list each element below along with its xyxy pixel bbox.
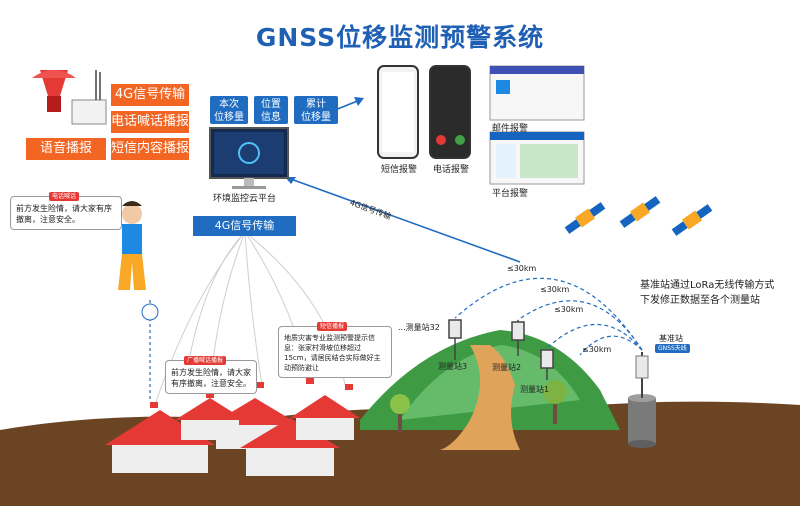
platform-name: 环境监控云平台	[213, 194, 277, 204]
person	[118, 201, 146, 290]
label-phone-broadcast: 电话喊话播报	[111, 111, 189, 133]
house-broadcast-bubble: 广播喊话播报 前方发生险情，请大家有序撤离，注意安全。	[165, 356, 257, 394]
trees	[390, 380, 567, 432]
satellite-2	[619, 196, 661, 228]
label-platform-alert: 平台报警	[492, 189, 529, 199]
person-bubble-text: 前方发生险情，请大家有序撤离，注意安全。	[16, 204, 112, 224]
satellite-3	[671, 204, 713, 236]
label-sms-broadcast: 短信内容播报	[111, 138, 189, 160]
satellite-1	[564, 202, 606, 234]
distance-3: ≤30km	[554, 305, 584, 314]
label-voice-broadcast: 语音播报	[26, 138, 106, 160]
sms-bubble-tag: 短信播报	[317, 322, 348, 331]
sms-alert-bubble: 短信播报 地质灾害专业监测预警提示信息：张家村滑坡位移超过15cm，请居民结合实…	[278, 322, 392, 378]
distance-4: ≤30km	[582, 345, 612, 354]
person-speech-bubble: 电话喊话 前方发生险情，请大家有序撤离，注意安全。	[10, 192, 122, 230]
station-32-label: ...测量站32	[398, 323, 440, 332]
distance-2: ≤30km	[540, 285, 570, 294]
label-4g-transmission: 4G信号传输	[111, 84, 189, 106]
tag-location: 位置 信息	[254, 96, 288, 124]
station-1-label: 测量站1	[520, 385, 550, 394]
house-bubble-tag: 广播喊话播报	[184, 356, 227, 365]
base-station-tag: GNSS天线	[655, 344, 690, 353]
houses	[105, 395, 360, 476]
person-bubble-tag: 电话喊话	[49, 192, 80, 201]
call-phone	[429, 65, 471, 159]
landslide	[440, 345, 520, 450]
label-sms-alert: 短信报警	[381, 165, 418, 175]
base-info-line-2: 下发修正数据至各个测量站	[640, 295, 760, 306]
tag-cumulative-displacement: 累计 位移量	[294, 96, 338, 124]
page-title: GNSS位移监测预警系统	[255, 23, 545, 52]
tag-current-displacement: 本次 位移量	[210, 96, 248, 124]
base-station-label: 基准站	[659, 334, 683, 343]
station-2-label: 测量站2	[492, 363, 522, 372]
house-bubble-text: 前方发生险情，请大家有序撤离，注意安全。	[171, 368, 251, 388]
base-info-line-1: 基准站通过LoRa无线传输方式	[640, 280, 775, 291]
alarm-controller	[71, 99, 107, 125]
sms-bubble-text: 地质灾害专业监测预警提示信息：张家村滑坡位移超过15cm，请居民结合实际做好主动…	[284, 334, 381, 372]
station-3-label: 测量站3	[438, 362, 468, 371]
horn-speaker	[32, 70, 76, 112]
4g-link-bar: 4G信号传输	[193, 216, 296, 236]
label-email-alert: 邮件报警	[492, 124, 529, 134]
label-phone-alert: 电话报警	[433, 165, 470, 175]
distance-1: ≤30km	[507, 264, 537, 273]
base-pillar	[628, 398, 656, 444]
